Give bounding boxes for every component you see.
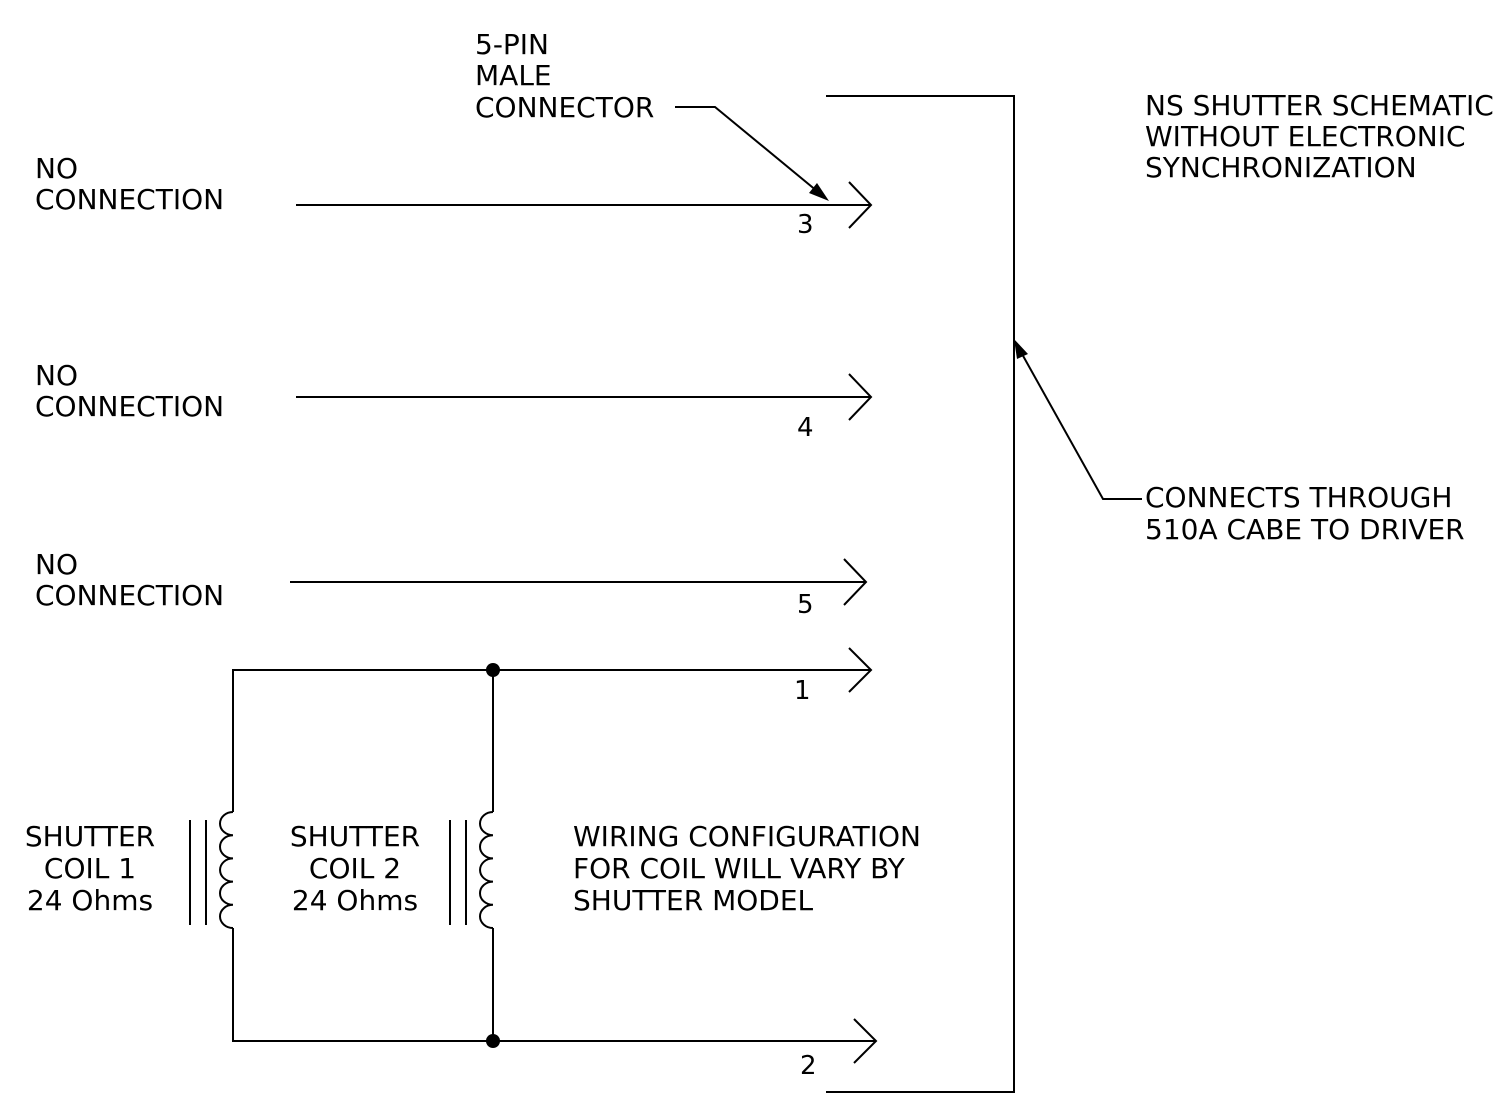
wiring-note-line-3: SHUTTER MODEL xyxy=(573,884,814,917)
pin-3-arrow xyxy=(848,181,873,229)
connector-housing xyxy=(826,95,1015,1093)
pin-4-label: 4 xyxy=(797,413,814,443)
title-line-1: NS SHUTTER SCHEMATIC xyxy=(1145,89,1494,122)
no-connection-4-line-2: CONNECTION xyxy=(35,390,224,423)
coil-2-label-line-3: 24 Ohms xyxy=(292,884,418,917)
coil-2-label-line-1: SHUTTER xyxy=(290,820,420,853)
wire-pin-1 xyxy=(232,669,871,812)
title-line-3: SYNCHRONIZATION xyxy=(1145,151,1417,184)
coil-1-label-line-2: COIL 1 xyxy=(44,852,136,885)
coil-1-label-line-3: 24 Ohms xyxy=(27,884,153,917)
coil-1-symbol xyxy=(189,811,234,929)
pin-4-arrow xyxy=(848,373,873,421)
junction-dot-bottom xyxy=(486,1034,500,1048)
connector-label-line-3: CONNECTOR xyxy=(475,91,654,124)
pin-1-arrow xyxy=(848,647,873,693)
pin-3-label: 3 xyxy=(797,210,814,240)
wiring-note-line-2: FOR COIL WILL VARY BY xyxy=(573,852,906,885)
cable-label-line-1: CONNECTS THROUGH xyxy=(1145,481,1452,514)
connector-leader xyxy=(675,106,829,201)
no-connection-4-line-1: NO xyxy=(35,359,78,392)
pin-5-arrow xyxy=(843,558,868,606)
pin-2-arrow xyxy=(853,1018,878,1064)
wire-pin-2 xyxy=(232,928,876,1042)
pin-2-label: 2 xyxy=(800,1051,817,1081)
connector-label-line-2: MALE xyxy=(475,59,552,92)
junction-dot-top xyxy=(486,663,500,677)
coil-1-label-line-1: SHUTTER xyxy=(25,820,155,853)
pin-5-label: 5 xyxy=(797,590,814,620)
no-connection-5-line-2: CONNECTION xyxy=(35,579,224,612)
cable-label-line-2: 510A CABE TO DRIVER xyxy=(1145,513,1465,546)
no-connection-3-line-1: NO xyxy=(35,152,78,185)
no-connection-3-line-2: CONNECTION xyxy=(35,183,224,216)
no-connection-5-line-1: NO xyxy=(35,548,78,581)
coil-2-symbol xyxy=(449,811,494,929)
coil-2-label-line-2: COIL 2 xyxy=(309,852,401,885)
cable-leader xyxy=(1014,339,1142,500)
pin-1-label: 1 xyxy=(794,676,811,706)
wiring-note-line-1: WIRING CONFIGURATION xyxy=(573,820,921,853)
connector-label-line-1: 5-PIN xyxy=(475,28,549,61)
title-line-2: WITHOUT ELECTRONIC xyxy=(1145,120,1466,153)
